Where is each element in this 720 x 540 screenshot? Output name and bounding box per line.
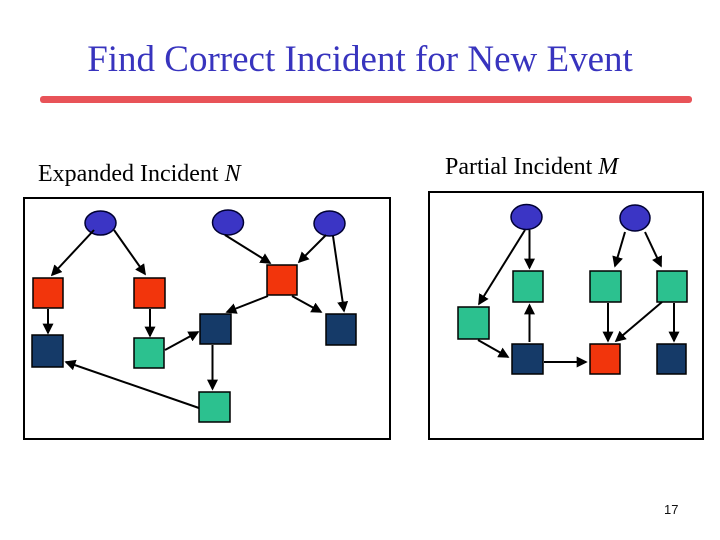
expanded-incident-event-ellipse-1	[84, 210, 117, 236]
expanded-incident-teal-square-2	[198, 391, 231, 423]
page-number: 17	[664, 502, 679, 517]
partial-incident-diagram	[428, 191, 704, 440]
partial-incident-label-variable: M	[598, 154, 619, 180]
expanded-incident-red-square-3	[266, 264, 298, 296]
partial-incident-teal-square-2	[457, 306, 490, 340]
expanded-incident-red-square-1	[32, 277, 64, 309]
title-accent-rule	[40, 96, 692, 103]
expanded-incident-event-ellipse-2	[211, 209, 245, 236]
expanded-incident-navy-square-3	[325, 313, 357, 346]
partial-incident-event-ellipse-2	[619, 204, 651, 232]
expanded-incident-label-variable: N	[224, 161, 241, 187]
partial-incident-arrow-4	[644, 231, 662, 268]
slide-title: Find Correct Incident for New Event	[87, 39, 633, 80]
expanded-incident-red-square-2	[133, 277, 166, 309]
expanded-incident-arrow-8	[225, 295, 269, 314]
partial-incident-navy-square-1	[511, 343, 544, 375]
partial-incident-arrow-5	[477, 339, 510, 358]
expanded-incident-navy-square-2	[199, 313, 232, 345]
partial-incident-teal-square-3	[589, 270, 622, 303]
partial-incident-arrow-9	[614, 301, 663, 343]
partial-incident-event-ellipse-1	[510, 203, 543, 231]
expanded-incident-diagram	[23, 197, 391, 440]
partial-incident-arrow-1	[478, 229, 526, 306]
expanded-incident-arrow-4	[297, 234, 327, 264]
partial-incident-canvas	[457, 203, 688, 375]
expanded-incident-arrow-1	[50, 229, 95, 277]
partial-incident-navy-square-2	[656, 343, 687, 375]
expanded-incident-event-ellipse-3	[313, 210, 346, 237]
expanded-incident-arrow-3	[224, 234, 272, 264]
partial-incident-teal-square-1	[512, 270, 544, 303]
expanded-incident-arrow-2	[113, 229, 146, 276]
expanded-incident-label-text: Expanded Incident	[38, 161, 225, 187]
expanded-incident-arrow-10	[164, 331, 200, 351]
partial-incident-label-text: Partial Incident	[445, 154, 599, 180]
expanded-incident-teal-square-1	[133, 337, 165, 369]
expanded-incident-navy-square-1	[31, 334, 64, 368]
expanded-incident-canvas	[31, 209, 357, 423]
expanded-incident-label: Expanded Incident N	[38, 161, 241, 188]
expanded-incident-arrow-5	[332, 235, 349, 313]
partial-incident-label: Partial Incident M	[445, 154, 618, 181]
partial-incident-teal-square-4	[656, 270, 688, 303]
partial-incident-arrow-3	[612, 231, 626, 268]
partial-incident-red-square-1	[589, 343, 621, 375]
expanded-incident-arrow-12	[64, 359, 200, 409]
expanded-incident-arrow-9	[291, 295, 323, 313]
